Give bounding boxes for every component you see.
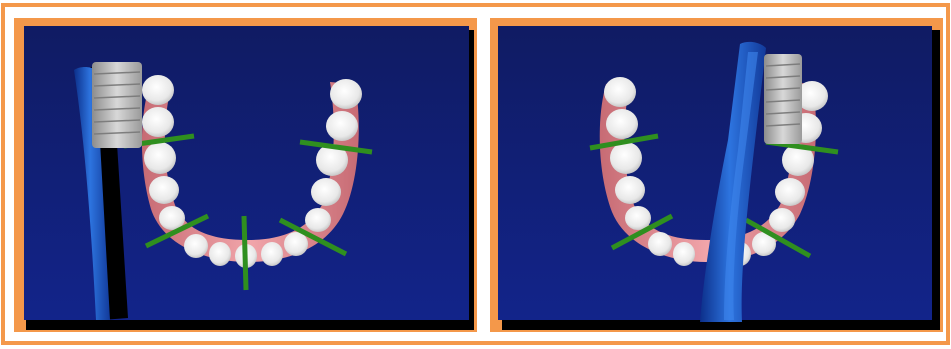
tooth <box>648 232 672 256</box>
tooth <box>284 232 308 256</box>
section-marker <box>244 216 246 290</box>
tooth <box>673 242 695 266</box>
tooth <box>330 79 362 109</box>
tooth <box>209 242 231 266</box>
tooth <box>625 206 651 230</box>
tooth <box>184 234 208 258</box>
tooth <box>149 176 179 204</box>
tooth <box>769 208 795 232</box>
tooth <box>775 178 805 206</box>
tooth <box>606 109 638 139</box>
tooth <box>604 77 636 107</box>
toothbrush-bristles <box>92 62 142 148</box>
tooth <box>615 176 645 204</box>
toothbrush-bristles <box>764 54 802 144</box>
tooth <box>142 107 174 137</box>
right-panel <box>490 18 943 332</box>
tooth <box>326 111 358 141</box>
left-panel <box>14 18 477 332</box>
tooth <box>311 178 341 206</box>
tooth <box>610 142 642 174</box>
tooth <box>144 142 176 174</box>
tooth <box>142 75 174 105</box>
tooth <box>305 208 331 232</box>
tooth <box>261 242 283 266</box>
